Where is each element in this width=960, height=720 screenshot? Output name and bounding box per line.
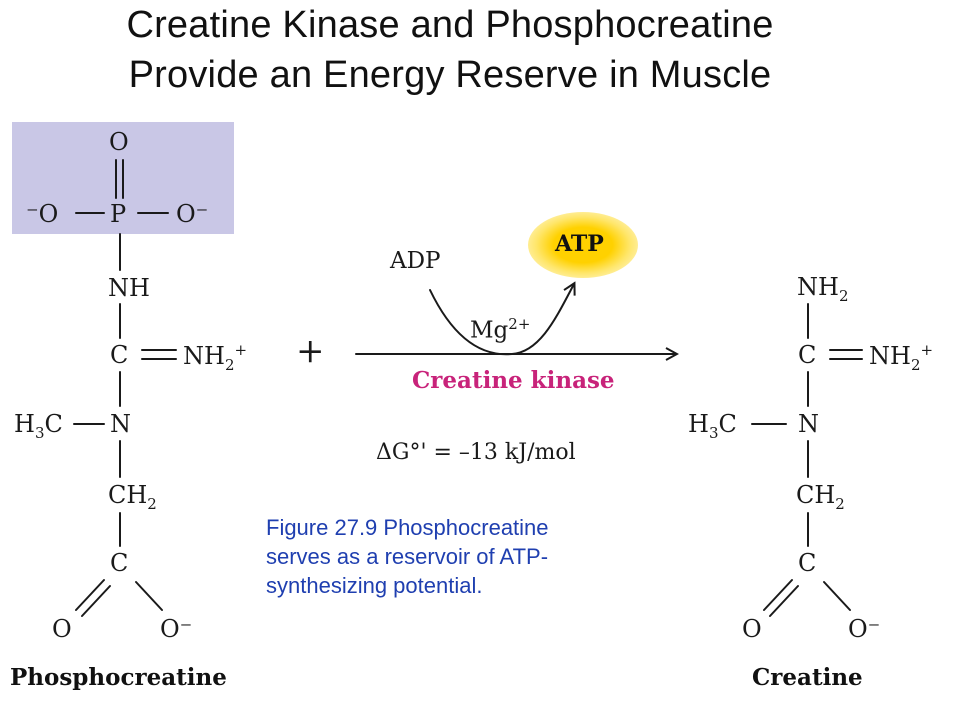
cofactor-curved-arrow	[429, 284, 574, 356]
figure-caption: Figure 27.9 Phosphocreatine serves as a …	[266, 513, 686, 600]
atom-c-carboxyl-right: C	[798, 549, 817, 577]
atom-o-left: ⁻O	[26, 200, 59, 228]
atom-ch2: CH2	[108, 481, 157, 513]
phosphocreatine-label: Phosphocreatine	[10, 664, 227, 691]
atom-ch2-right: CH2	[796, 481, 845, 513]
atom-phosphorus: P	[110, 200, 127, 228]
title-line-2: Provide an Energy Reserve in Muscle	[128, 54, 772, 96]
atom-c-imine-right: C	[798, 341, 817, 369]
atom-n-right: N	[798, 410, 819, 438]
caption-line-3: synthesizing potential.	[266, 573, 483, 598]
title-line-1: Creatine Kinase and Phosphocreatine	[126, 4, 774, 46]
atp-label: ATP	[555, 231, 604, 257]
atom-o-bottom-right: O⁻	[160, 615, 193, 643]
atom-o-top: O	[109, 128, 129, 156]
plus-sign: +	[296, 331, 325, 371]
mg-ion-label: Mg2+	[470, 315, 531, 344]
caption-line-2: serves as a reservoir of ATP-	[266, 544, 549, 569]
adp-label: ADP	[390, 248, 441, 274]
atom-c-carboxyl: C	[110, 549, 129, 577]
atom-o-bottom-right-right: O⁻	[848, 615, 881, 643]
atom-nh2-plus: NH2+	[183, 341, 248, 374]
creatine-label: Creatine	[752, 664, 863, 691]
atom-o-bottom-left-right: O	[742, 615, 762, 643]
atom-nh2-top: NH2	[797, 273, 849, 305]
atom-n: N	[110, 410, 131, 438]
atom-h3c-right: H3C	[688, 410, 737, 442]
phosphocreatine-bonds	[73, 159, 177, 617]
atom-nh: NH	[108, 274, 150, 302]
creatine-kinase-label: Creatine kinase	[412, 367, 615, 394]
creatine-bonds	[751, 303, 863, 617]
atom-h3c: H3C	[14, 410, 63, 442]
caption-line-1: Figure 27.9 Phosphocreatine	[266, 515, 549, 540]
atp-glow	[528, 212, 638, 278]
atom-o-right: O⁻	[176, 200, 209, 228]
atom-o-bottom-left: O	[52, 615, 72, 643]
atom-nh2-plus-right: NH2+	[869, 341, 934, 374]
atom-c-imine: C	[110, 341, 129, 369]
delta-g-label: ΔG°' = –13 kJ/mol	[376, 440, 576, 465]
